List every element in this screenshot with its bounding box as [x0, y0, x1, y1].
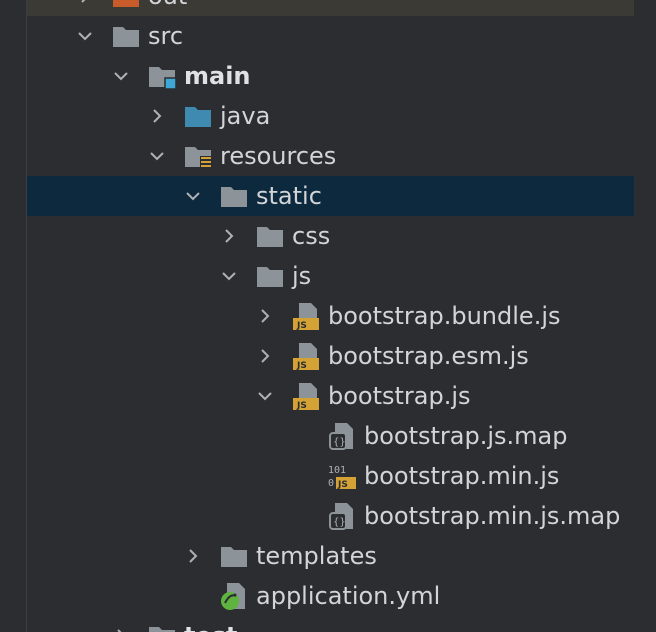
chevron-down-icon[interactable] — [75, 26, 95, 46]
tree-item-label: application.yml — [256, 582, 441, 610]
source-root-folder-icon — [147, 61, 177, 91]
folder-icon — [219, 541, 249, 571]
tree-item-label: bootstrap.bundle.js — [328, 302, 561, 330]
tree-row-bootstrap-js-map[interactable]: {} bootstrap.js.map — [27, 416, 634, 456]
tree-item-label: main — [184, 62, 251, 90]
chevron-down-icon[interactable] — [219, 266, 239, 286]
folder-orange-icon — [111, 0, 141, 11]
folder-icon — [219, 181, 249, 211]
tree-row-bootstrap-js[interactable]: JS bootstrap.js — [27, 376, 634, 416]
tree-item-label: bootstrap.min.js — [364, 462, 560, 490]
tree-item-label: js — [292, 262, 312, 290]
tree-row-bootstrap-bundle-js[interactable]: JS bootstrap.bundle.js — [27, 296, 634, 336]
svg-text:101: 101 — [328, 465, 346, 476]
tree-item-label: resources — [220, 142, 337, 170]
source-map-file-icon: {} — [327, 501, 357, 531]
tree-row-resources[interactable]: resources — [27, 136, 634, 176]
tree-item-label: java — [220, 102, 271, 130]
tree-row-css[interactable]: css — [27, 216, 634, 256]
tree-row-js[interactable]: js — [27, 256, 634, 296]
tree-item-label: bootstrap.esm.js — [328, 342, 529, 370]
scrollbar-track[interactable] — [634, 0, 656, 632]
tree-row-test[interactable]: test — [27, 616, 634, 632]
folder-icon — [111, 21, 141, 51]
source-map-file-icon: {} — [327, 421, 357, 451]
tree-item-label: bootstrap.min.js.map — [364, 502, 621, 530]
tree-item-label: templates — [256, 542, 377, 570]
folder-icon — [147, 621, 177, 632]
tree-item-label: src — [148, 22, 184, 50]
chevron-right-icon[interactable] — [147, 106, 167, 126]
svg-text:{}: {} — [333, 437, 346, 448]
svg-text:0: 0 — [328, 478, 334, 489]
tree-row-bootstrap-min-js-map[interactable]: {} bootstrap.min.js.map — [27, 496, 634, 536]
chevron-down-icon[interactable] — [147, 146, 167, 166]
tree-row-templates[interactable]: templates — [27, 536, 634, 576]
tree-item-label: test — [184, 616, 238, 632]
tree-item-label: static — [256, 182, 322, 210]
tree-row-java[interactable]: java — [27, 96, 634, 136]
svg-text:JS: JS — [337, 480, 348, 490]
js-file-icon: JS — [291, 381, 321, 411]
tree-row-src[interactable]: src — [27, 16, 634, 56]
tree-item-label: css — [292, 222, 331, 250]
tree-row-out[interactable]: out — [27, 0, 634, 16]
spring-config-file-icon — [219, 581, 249, 611]
chevron-right-icon[interactable] — [75, 0, 95, 6]
tree-row-bootstrap-esm-js[interactable]: JS bootstrap.esm.js — [27, 336, 634, 376]
chevron-down-icon[interactable] — [255, 386, 275, 406]
svg-text:{}: {} — [333, 517, 346, 528]
svg-text:JS: JS — [296, 321, 307, 331]
chevron-down-icon[interactable] — [111, 66, 131, 86]
tree-row-main[interactable]: main — [27, 56, 634, 96]
svg-text:JS: JS — [296, 361, 307, 371]
chevron-right-icon[interactable] — [255, 306, 275, 326]
js-file-icon: JS — [291, 301, 321, 331]
tree-item-label: bootstrap.js.map — [364, 422, 568, 450]
chevron-right-icon[interactable] — [255, 346, 275, 366]
folder-icon — [255, 261, 285, 291]
js-file-icon: JS — [291, 341, 321, 371]
chevron-right-icon[interactable] — [183, 546, 203, 566]
tree-row-application-yml[interactable]: application.yml — [27, 576, 634, 616]
tree-item-label: bootstrap.js — [328, 382, 471, 410]
java-source-folder-icon — [183, 101, 213, 131]
svg-text:JS: JS — [296, 401, 307, 411]
left-gutter — [0, 0, 27, 632]
tree-row-static[interactable]: static — [27, 176, 634, 216]
folder-icon — [255, 221, 285, 251]
resources-folder-icon — [183, 141, 213, 171]
tree-item-label: out — [148, 0, 187, 16]
chevron-down-icon[interactable] — [183, 186, 203, 206]
chevron-right-icon[interactable] — [111, 626, 131, 632]
chevron-right-icon[interactable] — [219, 226, 239, 246]
